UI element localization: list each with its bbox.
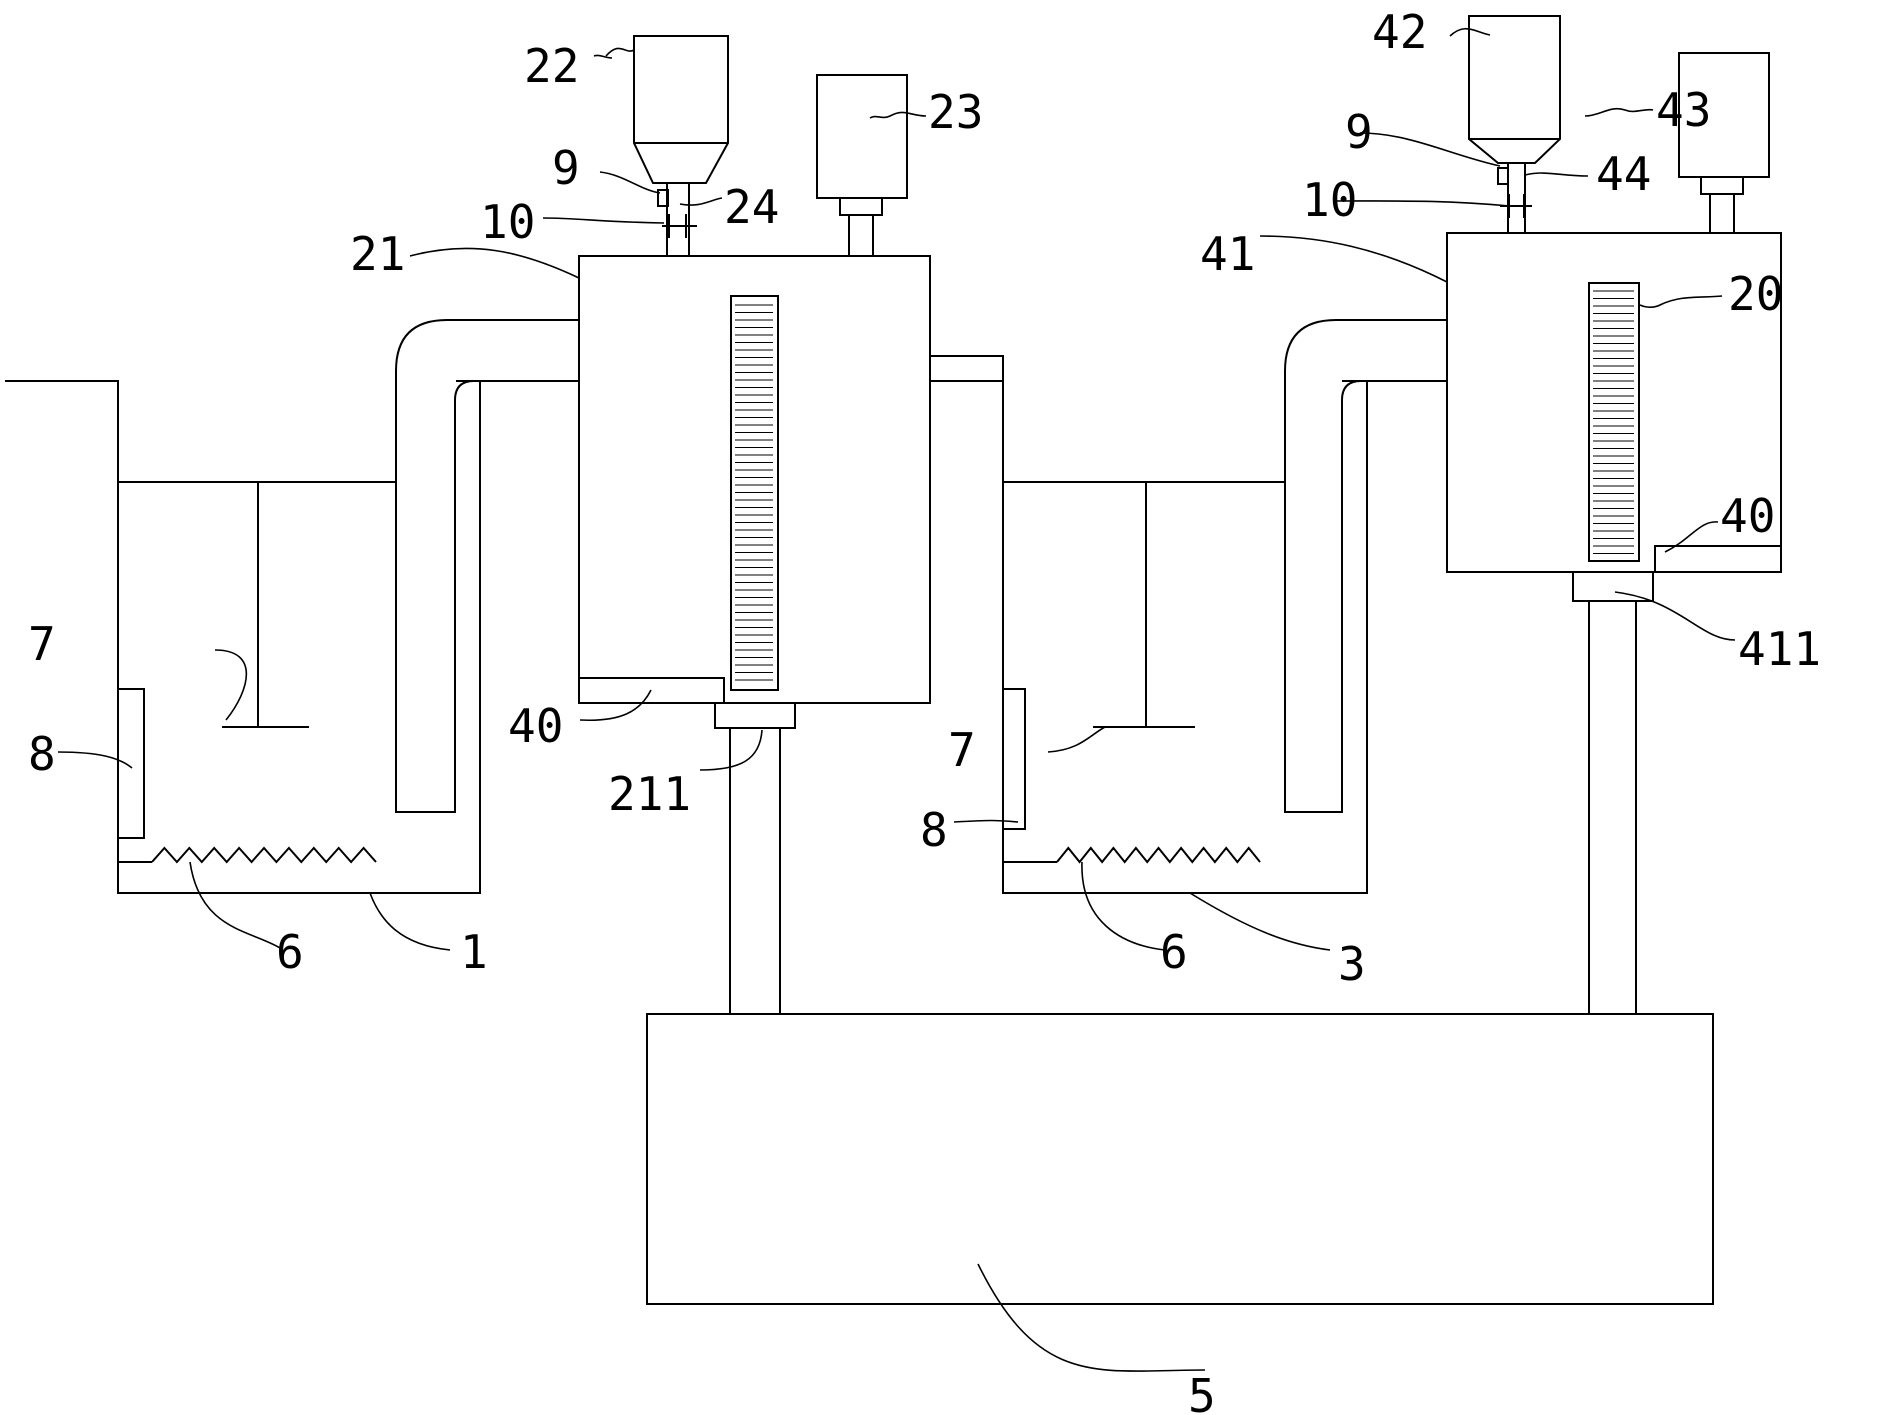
heater-coil-right <box>1056 846 1261 864</box>
label-10-left: 10 <box>480 195 535 249</box>
drain-pipe-411 <box>1588 601 1637 1014</box>
label-23: 23 <box>928 85 983 139</box>
drain-pipe-211 <box>729 728 781 1014</box>
label-20: 20 <box>1728 267 1783 321</box>
label-10-right: 10 <box>1302 173 1357 227</box>
hopper-22 <box>633 35 729 256</box>
heater-coil-left <box>151 846 377 864</box>
basin-3 <box>1002 380 1368 894</box>
pipe-right <box>1284 319 1447 813</box>
label-5: 5 <box>1188 1369 1216 1415</box>
labels: 22 23 24 9 10 21 7 8 40 211 6 1 7 8 6 3 … <box>28 5 1821 1415</box>
label-3: 3 <box>1338 937 1366 991</box>
leader-lines <box>57 27 1736 1372</box>
label-41: 41 <box>1200 227 1255 281</box>
pipe-left <box>395 319 579 813</box>
label-40-right: 40 <box>1720 489 1775 543</box>
gauge-right <box>1002 688 1026 830</box>
tank-5 <box>646 1013 1714 1305</box>
label-43: 43 <box>1656 83 1711 137</box>
label-8-right: 8 <box>920 803 948 857</box>
label-6-right: 6 <box>1160 925 1188 979</box>
reactor-21 <box>578 255 931 729</box>
label-21: 21 <box>350 227 405 281</box>
label-9-left: 9 <box>552 141 580 195</box>
label-22: 22 <box>524 39 579 93</box>
motor-43 <box>1678 52 1770 233</box>
label-44: 44 <box>1596 147 1651 201</box>
reactor-41 <box>1446 232 1782 602</box>
label-8-left: 8 <box>28 727 56 781</box>
label-42: 42 <box>1372 5 1427 59</box>
label-411: 411 <box>1738 622 1821 676</box>
label-7-left: 7 <box>28 617 56 671</box>
label-9-right: 9 <box>1345 105 1373 159</box>
label-1: 1 <box>460 925 488 979</box>
label-6-left: 6 <box>276 925 304 979</box>
hopper-42 <box>1468 15 1561 233</box>
basin-1 <box>5 380 481 894</box>
label-7-right: 7 <box>948 723 976 777</box>
gauge-left <box>117 688 145 839</box>
pipe-21-to-3 <box>930 355 1004 482</box>
label-24: 24 <box>724 180 779 234</box>
label-40-left: 40 <box>508 699 563 753</box>
label-211: 211 <box>608 767 691 821</box>
motor-23 <box>816 74 908 256</box>
